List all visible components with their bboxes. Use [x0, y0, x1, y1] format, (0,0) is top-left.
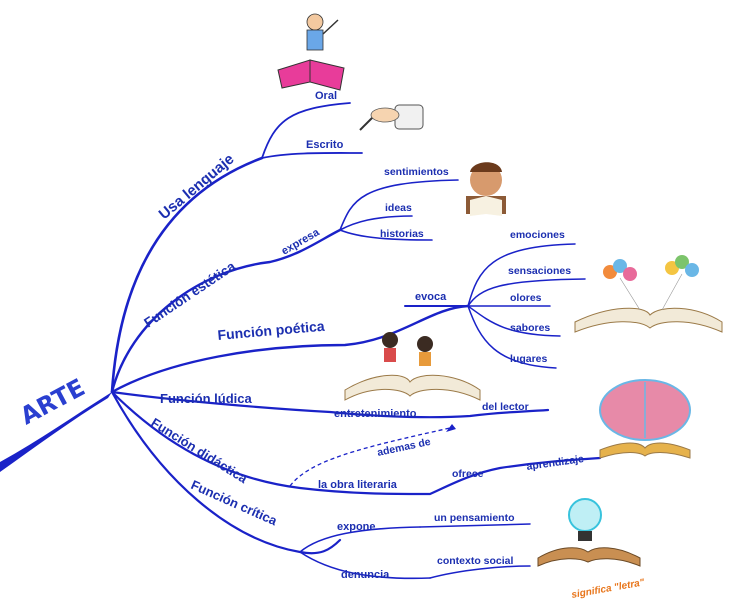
branch-line-funcion-ludica	[110, 390, 550, 419]
branch-label-funcion-ludica: Función lúdica	[160, 391, 252, 406]
leaf-lugares: lugares	[510, 353, 548, 365]
leaf-ideas: ideas	[385, 202, 412, 214]
leaf-emociones: emociones	[510, 229, 565, 241]
leaf-escrito: Escrito	[306, 139, 344, 151]
branch-label-funcion-estetica: Función estética	[141, 258, 238, 330]
brain-over-book-illustration	[599, 379, 691, 459]
leaf-aprendizaje: aprendizaje	[526, 453, 585, 473]
balloons-over-open-book-illustration	[574, 255, 723, 333]
connector-entretenimiento: entretenimiento	[334, 408, 417, 420]
root-label: ARTE	[16, 373, 90, 430]
branch-line-ideas	[339, 215, 413, 231]
branch-line-funcion-critica	[110, 390, 342, 555]
boy-reading-book-illustration	[466, 162, 506, 216]
branch-line-oral	[261, 102, 351, 159]
branch-line-sentimientos	[339, 179, 459, 231]
connector-evoca: evoca	[415, 291, 447, 303]
connector-la-obra-literaria: la obra literaria	[318, 479, 398, 491]
branch-label-funcion-poetica: Función poética	[217, 318, 326, 343]
branch-line-lugares	[467, 305, 557, 369]
note-significa-letra: significa "letra"	[571, 577, 646, 601]
branch-line-funcion-didactica	[110, 390, 602, 496]
child-reading-open-book-illustration	[277, 13, 345, 91]
leaf-olores: olores	[510, 292, 542, 304]
branch-line-emociones	[467, 243, 576, 307]
writing-hand-illustration	[359, 104, 424, 131]
link-label-ademas-de: ademas de	[376, 436, 432, 459]
branch-line-contexto-social	[429, 565, 531, 579]
branch-line-sensaciones	[467, 278, 586, 307]
branch-line-escrito	[261, 152, 363, 159]
children-jumping-on-book-illustration	[344, 332, 481, 401]
dashed-link-arrowhead	[446, 424, 456, 432]
branch-line-funcion-poetica	[110, 304, 470, 394]
lightbulb-head-over-book-illustration	[537, 498, 641, 567]
branch-label-usa-lenguaje: Usa lenguaje	[156, 151, 238, 224]
dashed-link-ademas-de	[289, 427, 451, 487]
leaf-un-pensamiento: un pensamiento	[434, 512, 515, 524]
branch-label-funcion-critica: Función crítica	[189, 477, 280, 529]
branch-line-expone	[299, 526, 421, 553]
leaf-oral: Oral	[315, 90, 337, 102]
branch-line-sabores	[467, 305, 561, 337]
target-del-lector: del lector	[482, 401, 529, 413]
connector-expone: expone	[337, 521, 376, 533]
connector-denuncia: denuncia	[341, 569, 390, 581]
leaf-sensaciones: sensaciones	[508, 265, 571, 277]
leaf-contexto-social: contexto social	[437, 555, 514, 567]
leaf-sentimientos: sentimientos	[384, 166, 449, 178]
branch-line-funcion-estetica	[110, 228, 342, 394]
branch-line-historias	[339, 229, 433, 241]
branch-line-un-pensamiento	[419, 523, 531, 528]
branch-label-funcion-didactica: Función didáctica	[148, 415, 250, 487]
connector-ofrece: ofrece	[452, 468, 484, 480]
branch-line-usa-lenguaje	[110, 156, 264, 394]
connector-expresa: expresa	[280, 226, 323, 258]
leaf-sabores: sabores	[510, 322, 550, 334]
leaf-historias: historias	[380, 228, 424, 240]
root-stem	[0, 392, 112, 472]
branch-line-denuncia	[299, 551, 431, 580]
